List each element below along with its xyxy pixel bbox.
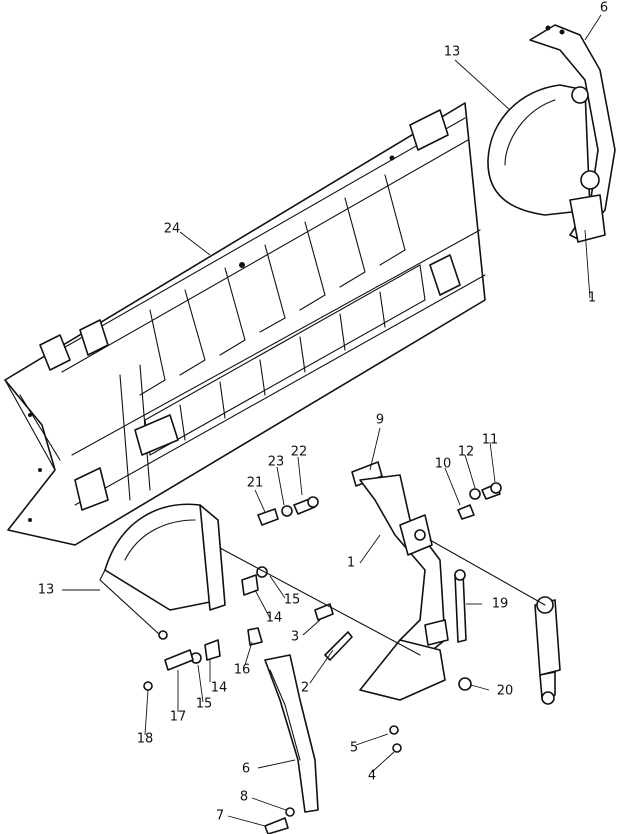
callout-23: 23 bbox=[267, 454, 285, 470]
center-bracket bbox=[359, 474, 449, 701]
leader-lines bbox=[62, 14, 602, 827]
hydraulic-cylinder bbox=[534, 596, 561, 705]
callout-22: 22 bbox=[290, 444, 308, 460]
callout-21: 21 bbox=[246, 475, 264, 491]
callout-13-left: 13 bbox=[37, 582, 55, 598]
callout-3: 3 bbox=[290, 629, 300, 645]
lower-brace bbox=[264, 654, 319, 813]
callout-12: 12 bbox=[457, 444, 475, 460]
callout-8: 8 bbox=[239, 789, 249, 805]
callout-15-lower: 15 bbox=[195, 696, 213, 712]
blade-assembly bbox=[4, 102, 486, 546]
callout-10: 10 bbox=[434, 456, 452, 472]
callout-15-upper: 15 bbox=[283, 592, 301, 608]
callout-4: 4 bbox=[367, 768, 377, 784]
right-side-guard bbox=[487, 84, 591, 216]
callout-17: 17 bbox=[169, 709, 187, 725]
callout-1-center-bracket: 1 bbox=[346, 555, 356, 571]
callout-19: 19 bbox=[491, 596, 509, 612]
callout-16: 16 bbox=[233, 662, 251, 678]
right-bracket bbox=[529, 24, 616, 243]
tie-line-right bbox=[429, 539, 546, 606]
callout-14-lower: 14 bbox=[210, 680, 228, 696]
callout-1-right-bracket: 1 bbox=[587, 290, 597, 306]
callout-20: 20 bbox=[496, 683, 514, 699]
callout-9: 9 bbox=[375, 412, 385, 428]
callout-5: 5 bbox=[349, 740, 359, 756]
callout-7: 7 bbox=[215, 808, 225, 824]
callout-13-top: 13 bbox=[443, 44, 461, 60]
callout-18: 18 bbox=[136, 731, 154, 747]
callout-14-upper: 14 bbox=[265, 610, 283, 626]
callout-24: 24 bbox=[163, 221, 181, 237]
callout-2: 2 bbox=[300, 680, 310, 696]
tie-line-upper bbox=[219, 547, 421, 656]
callout-6-top: 6 bbox=[599, 0, 609, 16]
callout-6-lower: 6 bbox=[241, 761, 251, 777]
callout-11: 11 bbox=[481, 432, 499, 448]
left-side-guard bbox=[99, 503, 226, 640]
